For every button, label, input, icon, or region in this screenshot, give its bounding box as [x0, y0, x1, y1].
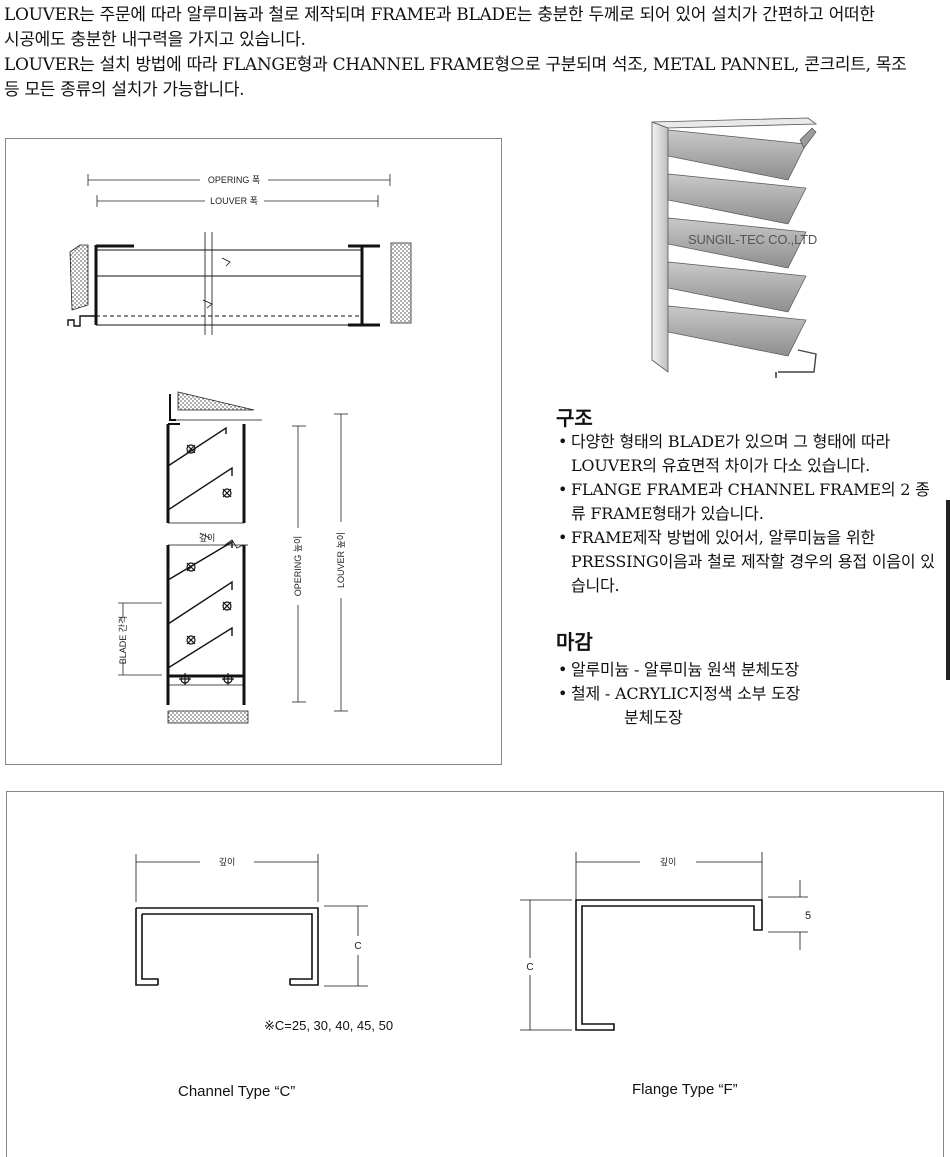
- channel-profile: [135, 854, 368, 987]
- channel-c-label: C: [354, 941, 361, 952]
- intro-line-3: LOUVER는 설치 방법에 따라 FLANGE형과 CHANNEL FRAME…: [4, 55, 907, 75]
- flange-type-label: Flange Type “F”: [632, 1081, 738, 1098]
- intro-line-4: 등 모든 종류의 설치가 가능합니다.: [4, 80, 245, 100]
- structure-item-1: 다양한 형태의 BLADE가 있으며 그 형태에 따라 LOUVER의 유효면적…: [558, 430, 936, 478]
- channel-type-label: Channel Type “C”: [178, 1083, 296, 1100]
- flange-depth-label: 깊이: [660, 856, 677, 867]
- opering-height-label: OPERING 높이: [293, 536, 303, 597]
- flange-five-label: 5: [805, 910, 811, 922]
- structure-item-2: FLANGE FRAME과 CHANNEL FRAME의 2 종류 FRAME형…: [558, 478, 936, 526]
- depth-label: 깊이: [199, 532, 216, 543]
- louver-width-label: LOUVER 폭: [210, 196, 258, 206]
- louver-product-image: [651, 117, 818, 378]
- finish-item-1: 알루미늄 - 알루미늄 원색 분체도장: [558, 658, 936, 682]
- finish-item-2: 철제 - ACRYLIC지정색 소부 도장: [558, 682, 936, 706]
- channel-depth-label: 깊이: [219, 856, 236, 867]
- finish-list: 알루미늄 - 알루미늄 원색 분체도장 철제 - ACRYLIC지정색 소부 도…: [558, 658, 936, 706]
- intro-line-2: 시공에도 충분한 내구력을 가지고 있습니다.: [4, 30, 306, 50]
- channel-c-values-note: ※C=25, 30, 40, 45, 50: [264, 1018, 394, 1033]
- flange-profile: [520, 852, 808, 1031]
- intro-text: LOUVER는 주문에 따라 알루미늄과 철로 제작되며 FRAME과 BLAD…: [4, 3, 944, 103]
- watermark: SUNGIL-TEC CO.,LTD: [688, 232, 818, 247]
- opering-width-label: OPERING 폭: [208, 175, 260, 185]
- edge-marker: [946, 500, 950, 680]
- louver-plan-view: [67, 232, 412, 335]
- flange-c-label: C: [526, 962, 533, 973]
- louver-height-label: LOUVER 높이: [336, 532, 346, 588]
- structure-title: 구조: [556, 406, 593, 430]
- structure-item-3: FRAME제작 방법에 있어서, 알루미늄을 위한 PRESSING이음과 철로…: [558, 526, 936, 598]
- finish-continuation: 분체도장: [624, 708, 683, 727]
- finish-title: 마감: [556, 630, 593, 654]
- louver-drawing-panel: [5, 138, 502, 765]
- intro-line-1: LOUVER는 주문에 따라 알루미늄과 철로 제작되며 FRAME과 BLAD…: [4, 5, 875, 25]
- frame-types-panel: [6, 791, 944, 1157]
- structure-list: 다양한 형태의 BLADE가 있으며 그 형태에 따라 LOUVER의 유효면적…: [558, 430, 936, 598]
- blade-gap-label: BLADE 간격: [117, 616, 128, 665]
- louver-section-view: [166, 391, 262, 724]
